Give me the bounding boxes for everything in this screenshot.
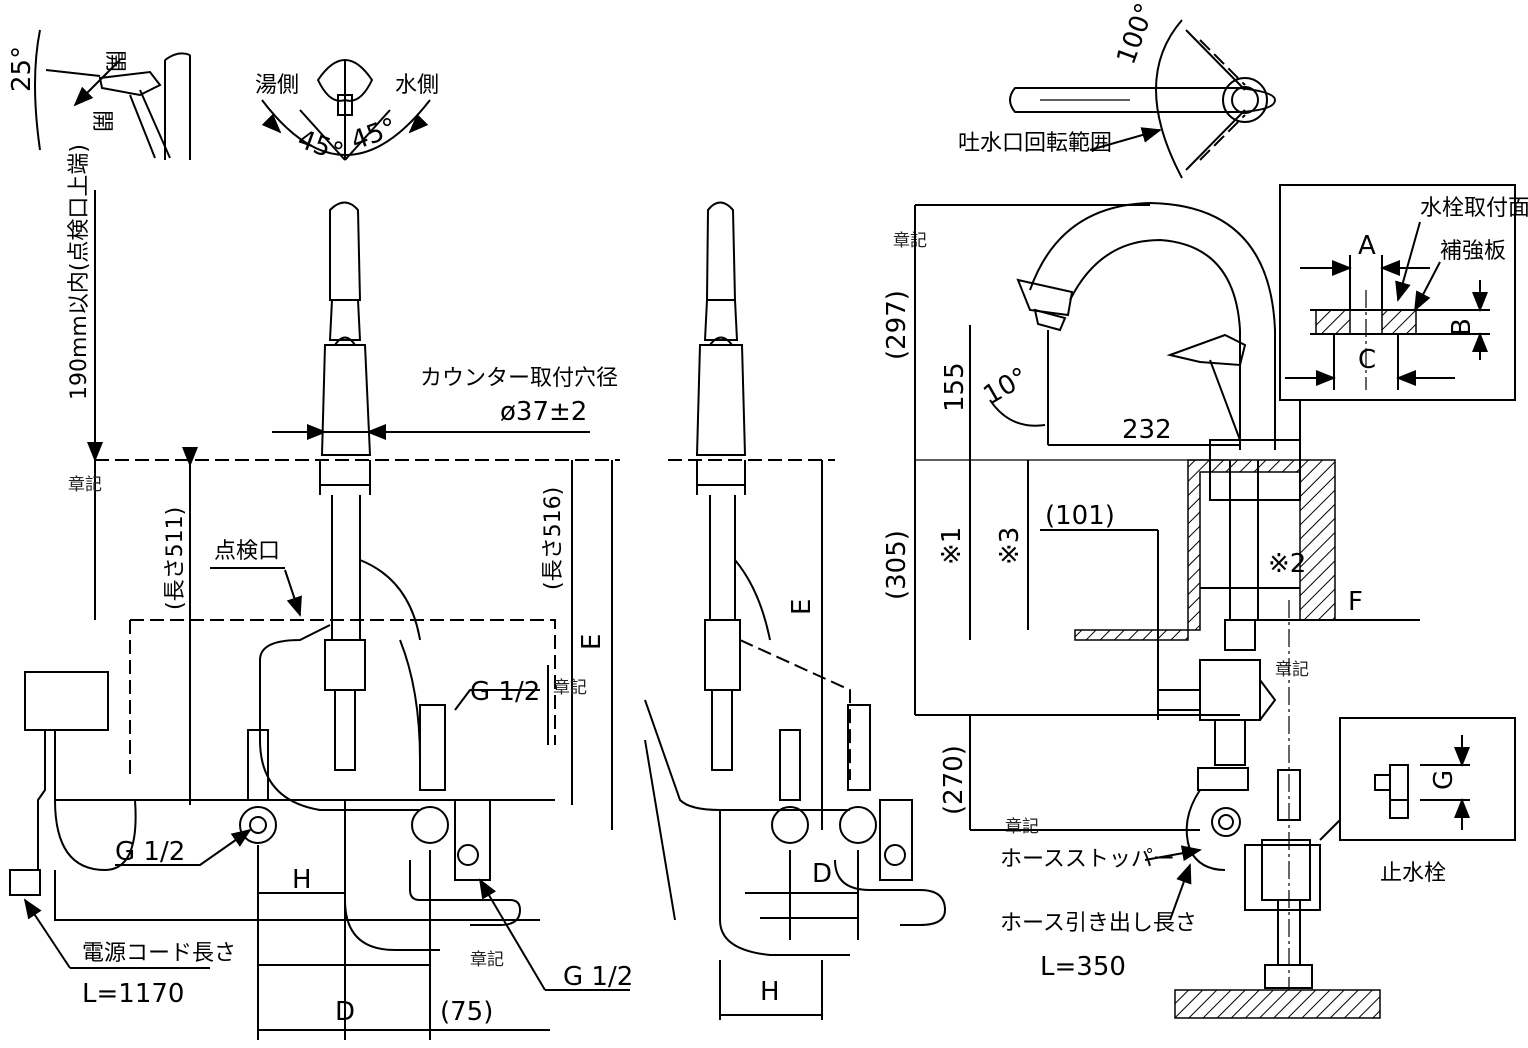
dim-d-side-label: D [812,859,832,889]
dim-c-label: C [1358,345,1376,375]
stamp-label: 章記 [553,678,587,698]
dim-h-front-label: H [292,865,312,895]
open-label-upper: 開 [102,50,127,72]
lever-open-angle-view [34,29,191,160]
dim-a-label: A [1358,231,1376,261]
stamp-label: 章記 [893,231,927,251]
g12-top-label: G 1/2 [470,677,540,707]
hose-pull-value: L=350 [1040,952,1126,982]
g12-bottom-label: G 1/2 [563,962,633,992]
spout-range-label: 吐水口回転範囲 [958,131,1112,156]
stamp-label: 章記 [470,950,504,970]
note-3-label: ※3 [995,527,1025,565]
dim-232-label: 232 [1122,415,1172,445]
dim-297-label: (297) [882,290,912,360]
dim-101-label: (101) [1045,501,1115,531]
cold-side-label: 水側 [395,73,439,98]
front-view-dimensions [23,190,630,1040]
front-view [9,201,620,951]
dim-f-label: F [1348,587,1363,617]
stamp-label: 章記 [1005,817,1039,837]
dim-d-front-label: D [335,997,355,1027]
stamp-label: 章記 [1275,660,1309,680]
mounting-detail-box [1279,184,1516,440]
power-cord-label: 電源コード長さ [82,941,236,966]
stop-valve-detail-box [1319,717,1516,841]
side-view-dimensions [719,460,859,1020]
angle-45-right-label: 45° [347,113,401,157]
angle-10-label: 10° [979,362,1034,411]
dim-305-label: (305) [882,530,912,600]
hot-side-label: 湯側 [255,73,299,98]
dim-270-label: (270) [939,745,969,815]
side-view [644,201,947,956]
inspection-clearance-label: 190mm以内(点検口上端) [67,144,92,400]
dim-e-front-label: E [577,634,607,650]
counter-hole-label: カウンター取付穴径 [420,366,618,391]
dim-g-label: G [1429,770,1459,790]
note-1-label: ※1 [937,527,967,565]
power-cord-value: L=1170 [82,979,184,1009]
length-516-label: (長さ516) [541,487,566,590]
lever-swing-view [261,59,431,161]
angle-25-label: 25° [7,46,37,92]
side-elevation-dimensions [914,204,1420,921]
inspection-port-label: 点検口 [214,539,280,564]
length-511-label: (長さ511) [163,507,188,610]
spout-angle-label: 100° [1111,0,1161,68]
dim-155-label: 155 [940,362,970,412]
spout-rotation-view [1009,19,1277,179]
dim-h-side-label: H [760,977,780,1007]
hose-pull-label: ホース引き出し長さ [1000,911,1197,936]
side-elevation [915,201,1381,1019]
dim-b-label: B [1447,318,1477,336]
dim-75-label: (75) [440,997,493,1027]
reinforcement-plate-label: 補強板 [1440,239,1506,264]
faucet-mount-surface-label: 水栓取付面 [1420,196,1528,221]
angle-45-left-label: 45° [294,124,348,168]
note-2-label: ※2 [1268,549,1306,579]
g12-left-label: G 1/2 [115,837,185,867]
stamp-label: 章記 [68,475,102,495]
hose-stopper-label: ホースストッパー [1000,847,1175,872]
dim-e-side-label: E [787,599,817,615]
stop-valve-label: 止水栓 [1380,861,1446,886]
open-label-lower: 開 [89,110,114,132]
counter-hole-value: ø37±2 [500,397,587,427]
